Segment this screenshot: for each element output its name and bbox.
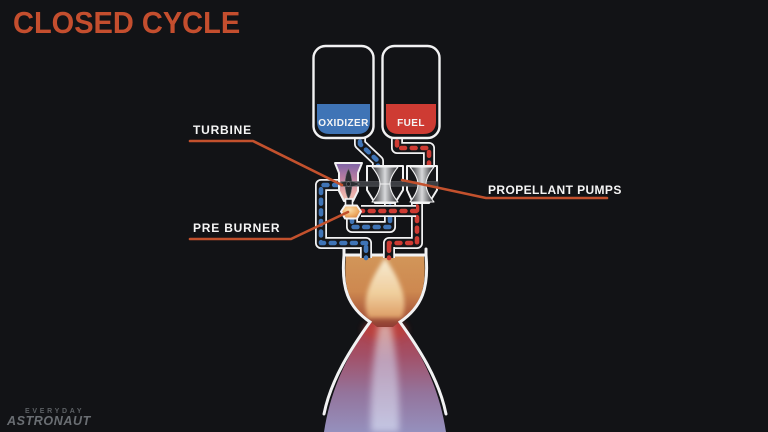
turbine-label: TURBINE: [193, 123, 252, 137]
oxidizer-liquid: [317, 104, 370, 134]
oxidizer-tank: [312, 44, 375, 140]
leader-lines: [188, 139, 609, 241]
preburner-leader-line: [188, 210, 350, 241]
page-title: CLOSED CYCLE: [13, 7, 241, 41]
fuel-feed-pipe: [391, 128, 435, 176]
oxidizer-tank-label: OXIDIZER: [318, 118, 369, 129]
preburner: [340, 204, 362, 220]
fuel-tank-label: FUEL: [397, 118, 425, 129]
logo-line1: EVERYDAY: [25, 408, 85, 415]
combustion-chamber: [322, 244, 448, 432]
fuel-liquid: [386, 104, 436, 134]
fuel-tank: [381, 44, 441, 140]
preburner-label: PRE BURNER: [193, 221, 281, 235]
pumps-leader-line: [400, 178, 609, 200]
turbine-leader-line: [188, 139, 344, 187]
propellant-pumps-label: PROPELLANT PUMPS: [488, 183, 622, 197]
oxidizer-pump-impeller: [371, 166, 399, 203]
logo-line2: ASTRONAUT: [7, 414, 91, 428]
nozzle-outline: [322, 247, 448, 416]
